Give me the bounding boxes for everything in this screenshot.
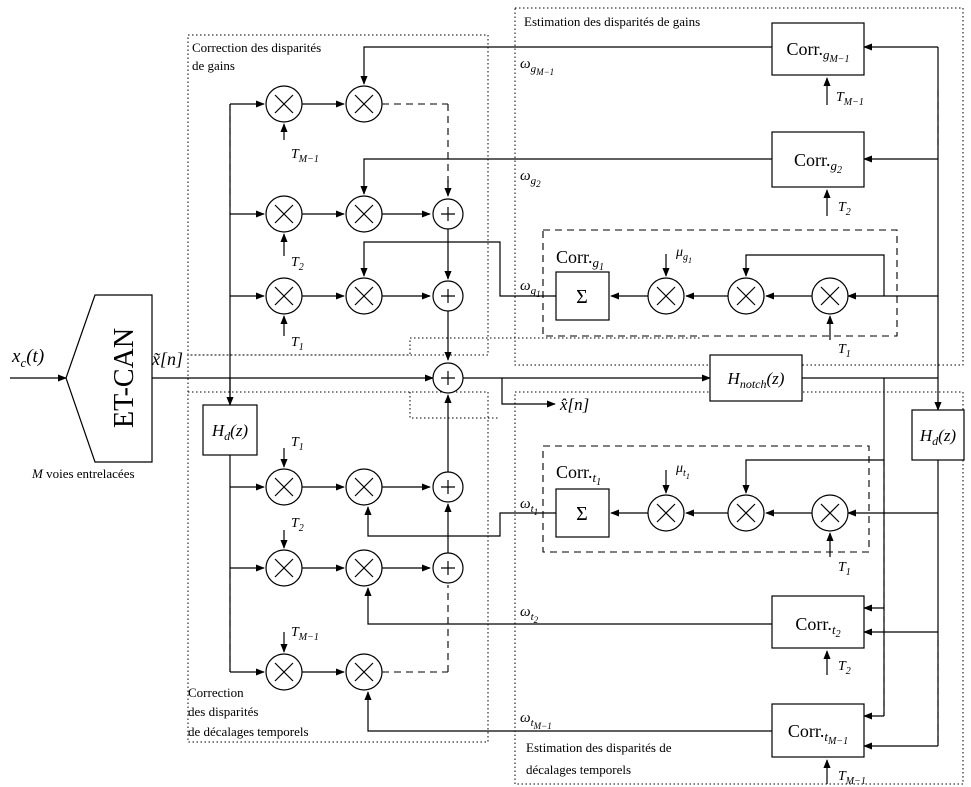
svg-text:T1: T1 — [838, 342, 851, 360]
time-estimation-region — [514, 391, 964, 785]
svg-text:Σ: Σ — [576, 503, 588, 525]
adc-caption: M voies entrelacées — [31, 466, 135, 481]
svg-text:T1: T1 — [291, 335, 304, 353]
svg-text:T2: T2 — [838, 200, 851, 218]
time-correction-title-line2: des disparités — [188, 704, 258, 719]
time-correction-title-line1: Correction — [188, 685, 244, 700]
notch-block — [709, 354, 803, 402]
output-branch — [501, 378, 556, 408]
svg-text:μg1: μg1 — [675, 245, 692, 265]
corr-t2-block: Corr.t2 T2 — [771, 595, 865, 677]
svg-text:T1: T1 — [291, 435, 304, 453]
hd-left-label: Hd(z) — [211, 421, 249, 443]
omega-g2: ωg2 — [520, 168, 541, 189]
svg-text:TM−1: TM−1 — [291, 625, 319, 643]
svg-text:Corr.g1: Corr.g1 — [556, 247, 604, 273]
svg-text:Σ: Σ — [576, 286, 588, 308]
svg-text:T1: T1 — [838, 560, 851, 578]
sigma-gain-block — [555, 271, 610, 321]
corr-tM1-block: Corr.tM−1 TM−1 — [771, 703, 866, 787]
svg-text:T2: T2 — [291, 255, 304, 273]
et-can-block: ET-CAN — [65, 294, 153, 463]
input-signal-label: xc(t) — [11, 346, 44, 370]
output-signal-label: x̂[n] — [559, 395, 589, 414]
adc-output-label: x̃[n] — [151, 349, 183, 369]
time-estimation-title-line2: décalages temporels — [526, 762, 631, 777]
gain-estimation-title: Estimation des disparités de gains — [524, 14, 700, 29]
hd-right-label: Hd(z) — [919, 426, 957, 448]
gain-row-M1: TM−1 — [230, 46, 772, 165]
svg-text:Corr.t1: Corr.t1 — [556, 462, 601, 488]
hd-right-block — [911, 409, 965, 461]
svg-text:T2: T2 — [291, 516, 304, 534]
corr-g2-block: Corr.g2 T2 — [771, 131, 865, 218]
gain-row-1: T1 — [230, 241, 556, 353]
omega-tM1: ωtM−1 — [520, 710, 552, 731]
svg-text:μt1: μt1 — [675, 461, 690, 481]
omega-t2: ωt2 — [520, 604, 539, 625]
gain-correction-title-line1: Correction des disparités — [192, 40, 321, 55]
corr-g1-detail: Corr.g1 Σ μg1 T1 — [542, 229, 898, 360]
time-correction-region — [187, 391, 489, 743]
corr-gM1-block: Corr.gM−1 TM−1 — [771, 22, 865, 108]
omega-gM1: ωgM−1 — [520, 56, 554, 77]
omega-t1: ωt1 — [520, 496, 538, 517]
et-can-label: ET-CAN — [109, 328, 140, 428]
time-correction-title-line3: de décalages temporels — [188, 724, 309, 739]
TM1-label-top: TM−1 — [291, 147, 319, 165]
sigma-time-block — [555, 488, 610, 538]
gain-row-2: T2 — [230, 158, 772, 273]
gain-correction-title-line2: de gains — [192, 58, 235, 73]
time-row-M1: TM−1 — [230, 625, 772, 732]
svg-text:T2: T2 — [838, 659, 851, 677]
svg-text:TM−1: TM−1 — [836, 90, 864, 108]
corr-t1-detail: Corr.t1 Σ μt1 T1 — [542, 445, 884, 578]
gain-correction-region — [187, 34, 489, 356]
time-row-1: T1 — [230, 435, 556, 537]
time-row-2: T2 — [230, 516, 772, 625]
time-estimation-title-line1: Estimation des disparités de — [526, 740, 672, 755]
